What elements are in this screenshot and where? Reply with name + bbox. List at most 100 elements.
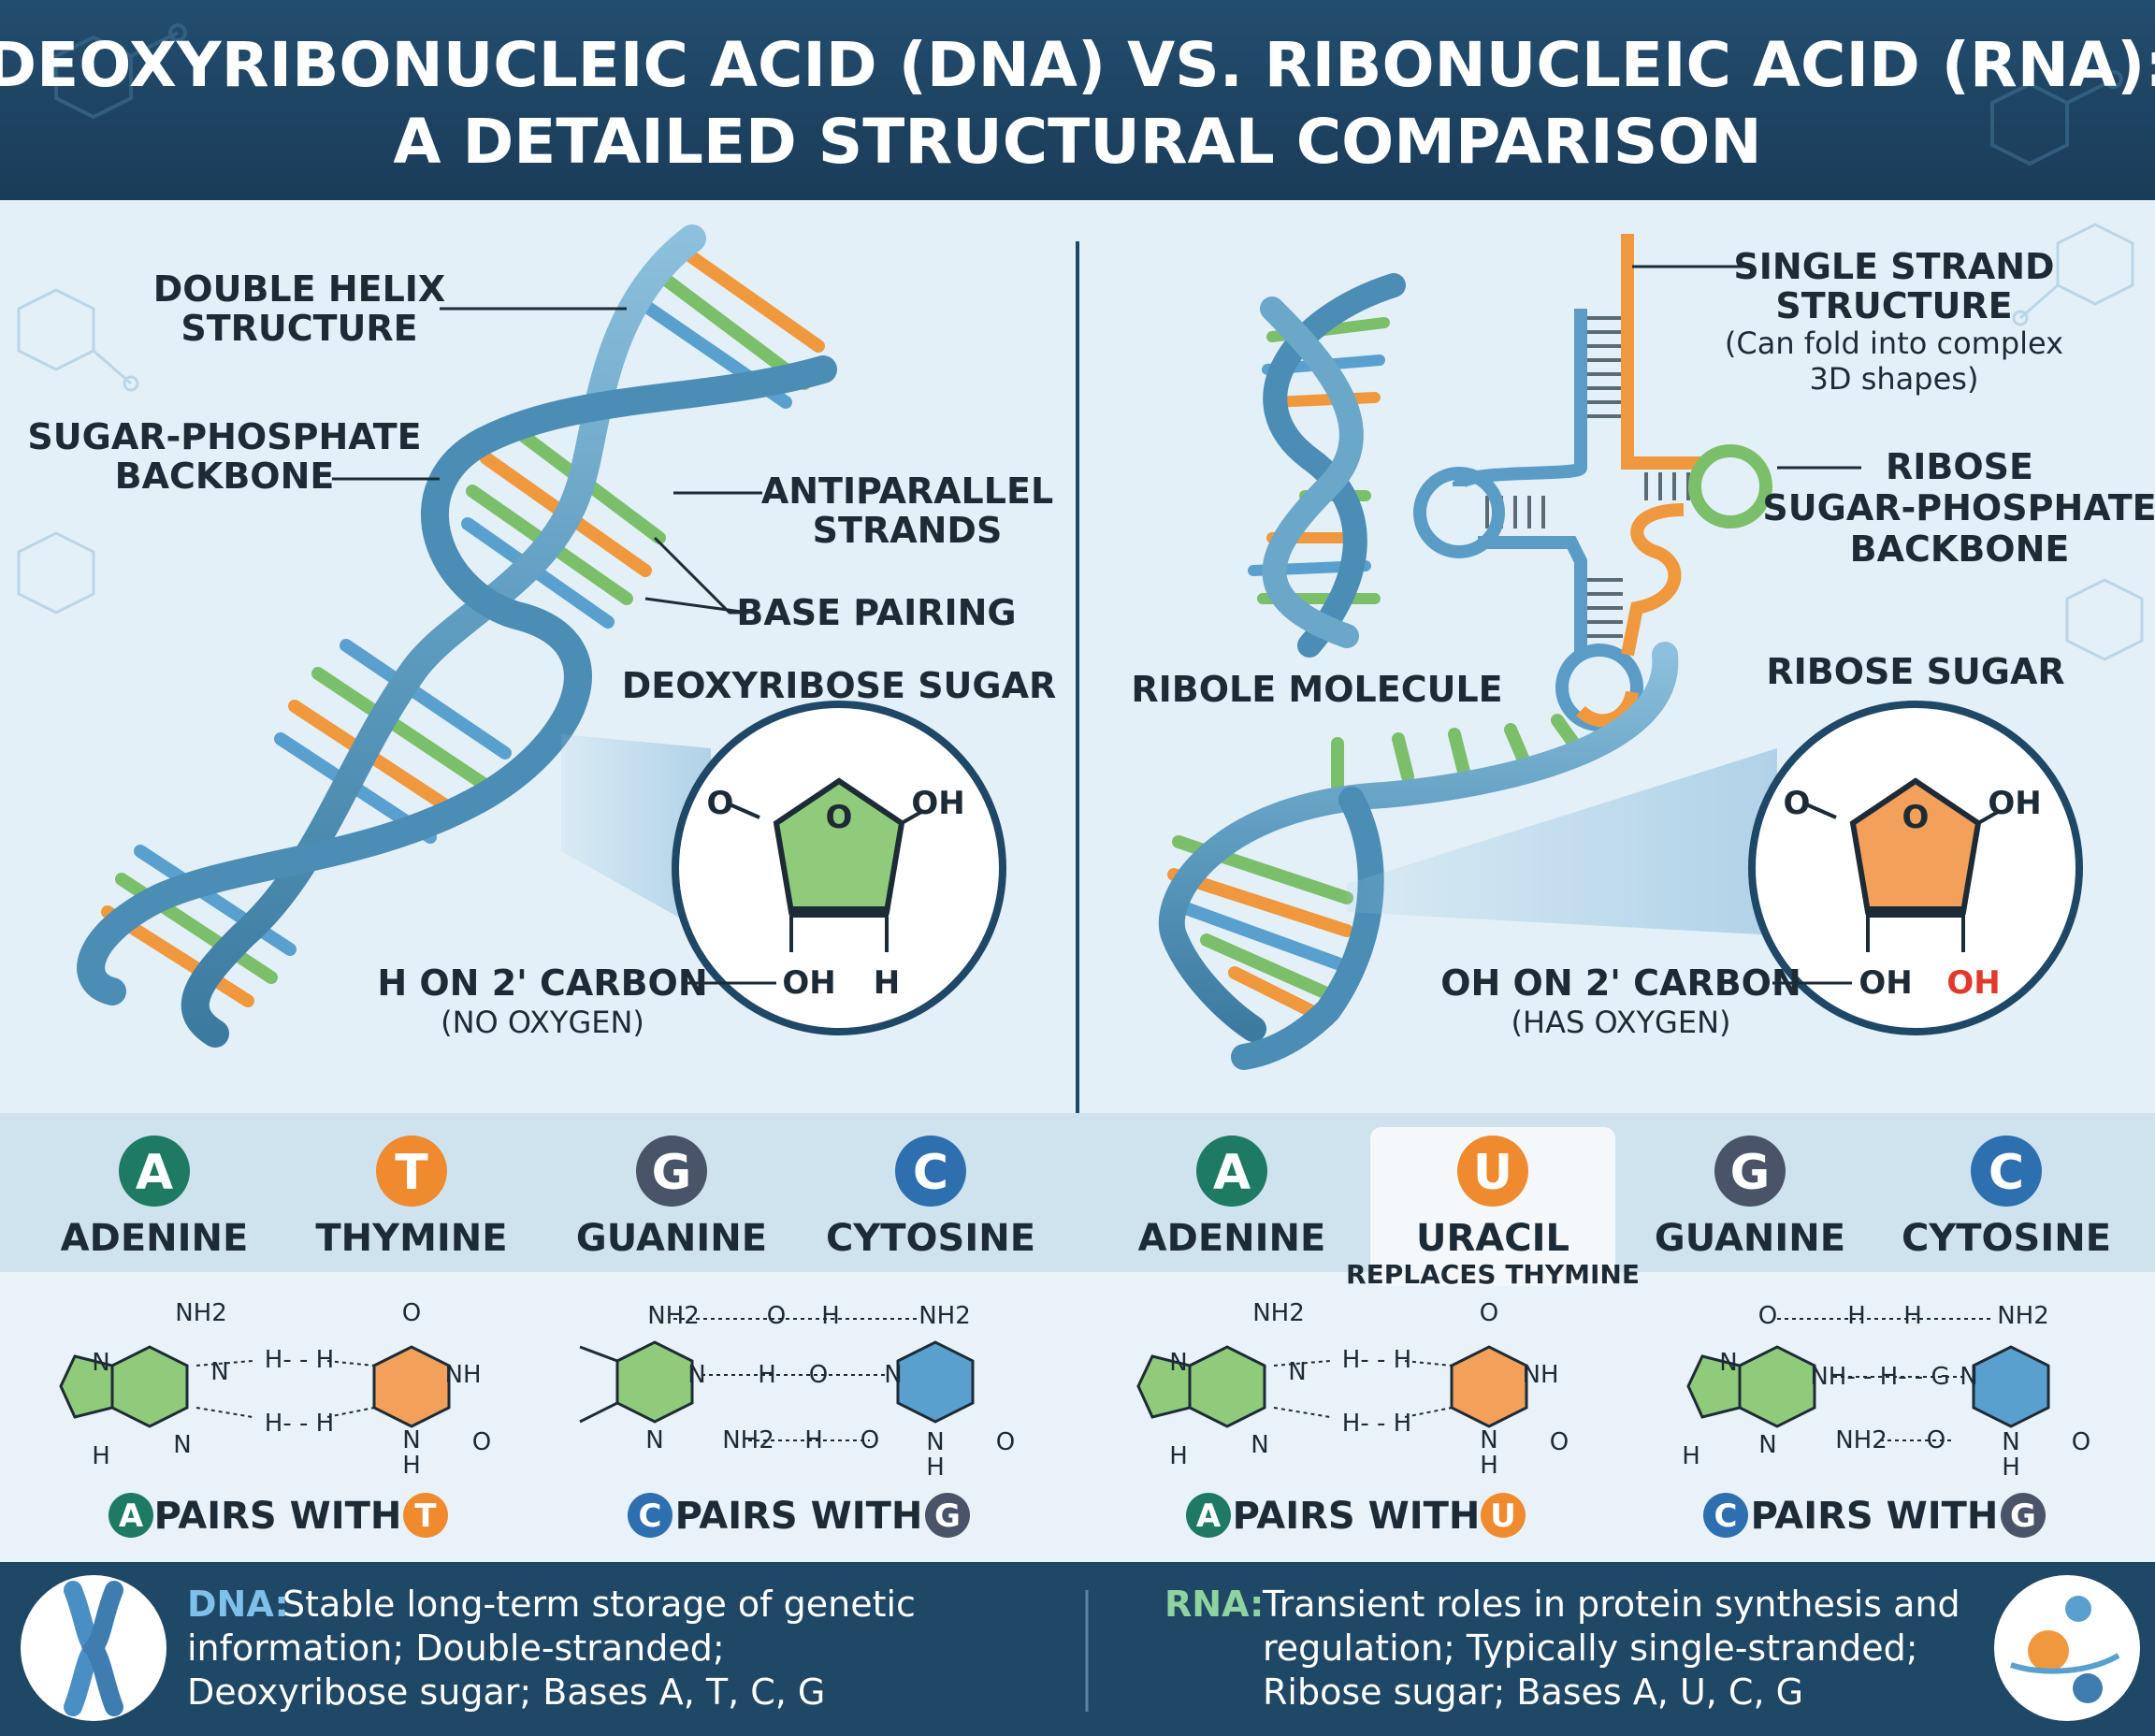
panel-molecule-decoration: [17, 223, 2144, 661]
footer-dna-line-3: Deoxyribose sugar; Bases A, T, C, G: [187, 1671, 825, 1713]
dna-label-antiparallel-1: ANTIPARALLEL: [761, 470, 1053, 512]
dna-ring-oh-top-right: OH: [911, 785, 964, 822]
dna-label-backbone-1: SUGAR-PHOSPHATE: [27, 416, 421, 457]
ribosome-icon: [1994, 1575, 2140, 1721]
rna-base-guanine-letter: G: [1730, 1145, 1771, 1201]
rna-gc-n-low: N: [2002, 1428, 2019, 1456]
rna-gc-n-bottom: N: [1758, 1431, 1776, 1459]
rna-gc-o-left: O: [1758, 1302, 1777, 1330]
dna-caption-cg-a: C: [639, 1497, 662, 1535]
rna-gc-pair-structure: [1686, 1318, 2050, 1441]
dna-base-thymine-letter: T: [395, 1145, 428, 1201]
rna-au-o-right: O: [1550, 1428, 1569, 1456]
dna-label-carbon: H ON 2' CARBON: [377, 962, 707, 1004]
dna-base-cytosine: C CYTOSINE: [826, 1136, 1035, 1260]
title-line-1: DEOXYRIBONUCLEIC ACID (DNA) VS. RIBONUCL…: [0, 29, 2155, 101]
rna-uracil-note: REPLACES THYMINE: [1346, 1259, 1640, 1290]
chromosome-icon: [21, 1575, 166, 1721]
footer-dna-line-1: Stable long-term storage of genetic: [282, 1584, 916, 1625]
rna-pair-caption-au: A PAIRS WITH U: [1186, 1493, 1526, 1538]
dna-caption-at-b: T: [414, 1497, 437, 1535]
rna-label-ribose-backbone-3: BACKBONE: [1850, 528, 2070, 570]
dna-gc-h-bottom: H: [804, 1426, 823, 1454]
rna-label-single-2: STRUCTURE: [1775, 285, 2012, 326]
dna-base-adenine-name: ADENINE: [61, 1217, 249, 1260]
rna-zoom-beam: [1347, 748, 1777, 935]
dna-base-thymine-name: THYMINE: [315, 1217, 507, 1260]
rna-au-n-bottom: N: [1251, 1431, 1268, 1459]
dna-base-adenine-letter: A: [136, 1145, 173, 1201]
rna-au-n-left: N: [1169, 1349, 1187, 1377]
dna-pair-caption-cg: C PAIRS WITH G: [628, 1493, 970, 1538]
dna-gc-h-mid: H: [821, 1302, 840, 1330]
dna-base-cytosine-letter: C: [913, 1145, 948, 1201]
rna-base-adenine-letter: A: [1213, 1145, 1251, 1201]
dna-gc-pair-structure: [579, 1318, 975, 1441]
dna-at-n-bottom: N: [173, 1431, 191, 1459]
rna-caption-au-text: PAIRS WITH: [1233, 1495, 1481, 1538]
footer-rna-line-2: regulation; Typically single-stranded;: [1263, 1628, 1918, 1669]
dna-pointer-base-pairing-2: [644, 597, 749, 615]
dna-at-o-right: O: [472, 1428, 491, 1456]
rna-cloverleaf: [1413, 234, 1772, 731]
rna-ring-oh-bottom-right: OH: [1946, 964, 2000, 1002]
rna-gc-h1: H: [1847, 1302, 1866, 1330]
dna-pair-caption-at: A PAIRS WITH T: [108, 1493, 448, 1538]
dna-base-cytosine-name: CYTOSINE: [826, 1217, 1035, 1260]
rna-label-carbon: OH ON 2' CARBON: [1440, 962, 1801, 1004]
dna-strand-2: [77, 355, 837, 1005]
rna-au-pair-structure: [1136, 1345, 1528, 1428]
dna-at-o-top: O: [402, 1299, 421, 1327]
dna-base-adenine: A ADENINE: [61, 1136, 249, 1260]
rna-au-nh-right: NH: [1523, 1361, 1559, 1389]
rna-base-uracil: U URACIL REPLACES THYMINE: [1346, 1136, 1640, 1290]
header-bar: [0, 0, 2155, 200]
dna-gc-o-center: O: [809, 1361, 828, 1389]
rna-label-single-1: SINGLE STRAND: [1733, 246, 2054, 287]
rna-base-cytosine: C CYTOSINE: [1902, 1136, 2111, 1260]
rna-gc-nh2-right: NH2: [1997, 1302, 2049, 1330]
dna-at-h-ring: H: [92, 1442, 110, 1470]
rna-gc-o-bottom: O: [1927, 1426, 1945, 1454]
rna-ring-o-top-left: O: [1784, 785, 1811, 822]
dna-base-thymine: T THYMINE: [315, 1136, 508, 1260]
dna-at-h-low: H: [402, 1452, 421, 1480]
dna-label-double-helix-1: DOUBLE HELIX: [153, 268, 445, 310]
dna-gc-n-right: N: [884, 1361, 902, 1389]
rna-gc-o-far: O: [2072, 1428, 2090, 1456]
dna-gc-n-low: N: [926, 1428, 944, 1456]
rna-gc-n-right: N: [1960, 1363, 1977, 1391]
rna-gc-h-ring: H: [1682, 1442, 1700, 1470]
dna-caption-at-a: A: [119, 1497, 144, 1535]
rna-gc-nh2-bottom: NH2: [1835, 1426, 1887, 1454]
dna-gc-nh2-right: NH2: [918, 1302, 971, 1330]
rna-caption-cg-b: G: [2010, 1497, 2036, 1535]
rna-label-single-note-2: 3D shapes): [1810, 361, 1979, 397]
rna-lower-strand: [1158, 642, 1679, 1070]
dna-gc-o-bottom: O: [861, 1426, 879, 1454]
rna-au-n-top: N: [1288, 1358, 1306, 1386]
footer-dna-head: DNA:: [187, 1584, 289, 1625]
dna-at-pair-structure: [59, 1345, 451, 1428]
rna-base-uracil-name: URACIL: [1416, 1217, 1569, 1260]
dna-base-guanine-letter: G: [652, 1145, 692, 1201]
dna-base-guanine: G GUANINE: [576, 1136, 767, 1260]
footer-dna-line-2: information; Double-stranded;: [187, 1628, 725, 1669]
rna-label-sugar-title: RIBOSE SUGAR: [1766, 651, 2064, 692]
rna-au-o-top: O: [1480, 1299, 1498, 1327]
dna-gc-h-low: H: [926, 1454, 945, 1482]
rna-base-adenine: A ADENINE: [1138, 1136, 1325, 1260]
rna-label-carbon-note: (HAS OXYGEN): [1511, 1005, 1731, 1040]
dna-gc-o-mid: O: [767, 1302, 786, 1330]
rna-base-guanine-name: GUANINE: [1655, 1217, 1845, 1260]
rna-gc-nh-chain: NH- - H- - G: [1810, 1363, 1949, 1391]
dna-label-antiparallel-2: STRANDS: [813, 510, 1003, 551]
rna-au-n-low: N: [1480, 1426, 1497, 1454]
dna-at-n-left: N: [92, 1349, 109, 1377]
rna-ring-oh-bottom-left: OH: [1859, 964, 1912, 1002]
dna-at-n-low: N: [402, 1426, 420, 1454]
footer-rna-head: RNA:: [1164, 1584, 1264, 1625]
rna-gc-h2: H: [1903, 1302, 1922, 1330]
rna-base-guanine: G GUANINE: [1655, 1136, 1845, 1260]
footer-rna-line-1: Transient roles in protein synthesis and: [1262, 1584, 1960, 1625]
